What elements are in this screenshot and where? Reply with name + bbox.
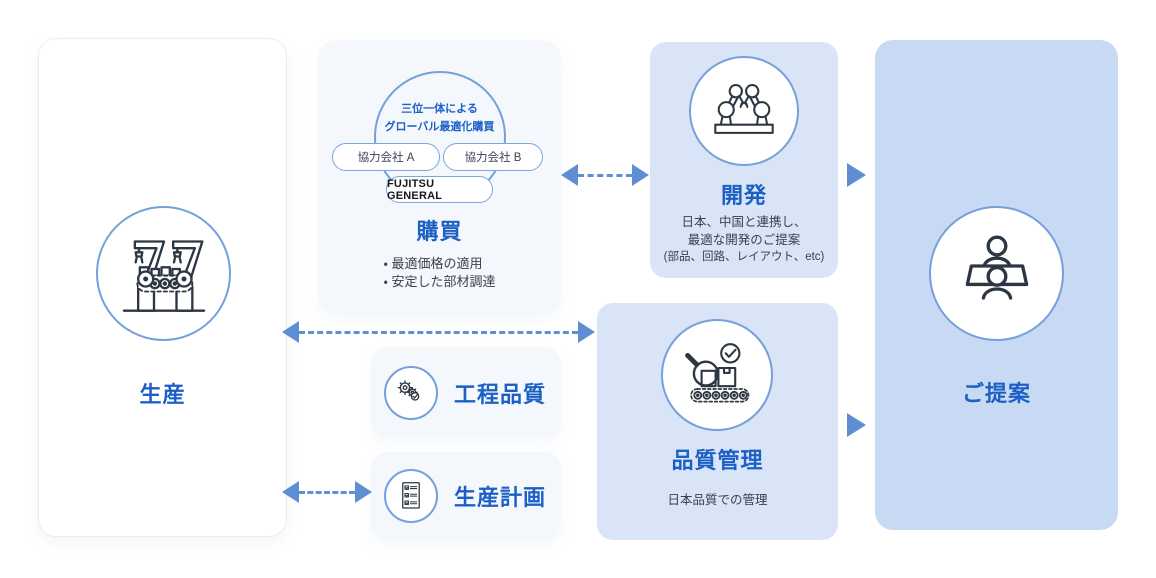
meeting-icon [965,235,1028,300]
development-desc-line2: 最適な開発のご提案 [687,232,801,247]
development-desc-line3: (部品、回路、レイアウト、etc) [663,251,825,263]
arrow-right-head [578,321,595,343]
development-icon-circle [689,56,799,166]
production-title: 生産 [139,382,186,407]
production-planning-panel: 生産計画 [371,452,561,540]
purchasing-bullet-1: ・ 最適価格の適用 [383,256,483,271]
dashed-double-arrow-production-quality [282,321,595,343]
arrow-left-head [282,481,299,503]
factory-robot-arms-icon [122,239,205,312]
partner-a-pill: 協力会社 A [332,143,440,171]
production-icon-circle [96,206,231,341]
process-quality-icon-circle [384,365,438,420]
partner-b-pill: 協力会社 B [443,143,543,171]
dashed-double-arrow-production-planning [282,481,372,503]
quality-control-title: 品質管理 [671,448,764,473]
arrow-quality-to-proposal [847,413,866,437]
development-title: 開発 [720,183,767,208]
arrow-development-to-proposal [847,163,866,187]
arrow-left-head [561,164,578,186]
production-planning-icon-circle [384,469,438,523]
proposal-title: ご提案 [961,381,1031,406]
development-desc-line1: 日本、中国と連携し、 [681,215,807,229]
trinity-label: 三位一体による グローバル最適化購買 [318,100,561,136]
purchasing-bullet-2: ・ 安定した部材調達 [383,274,496,289]
process-quality-panel: 工程品質 [371,347,561,438]
development-panel: 開発 日本、中国と連携し、 最適な開発のご提案 (部品、回路、レイアウト、etc… [650,42,838,278]
dashed-double-arrow-purchasing-development [561,164,649,186]
checklist-icon [402,482,420,509]
quality-control-desc: 日本品質での管理 [667,493,768,507]
purchasing-bullets: ・ 最適価格の適用 ・ 安定した部材調達 [318,255,561,291]
inspection-icon [685,343,750,403]
trinity-label-line2: グローバル最適化購買 [384,121,495,133]
proposal-icon-circle [929,206,1064,341]
trinity-label-line1: 三位一体による [401,103,478,115]
arrow-dashed-line [299,330,578,334]
arrow-dashed-line [299,490,355,494]
robot-arms-icon [714,84,774,134]
purchasing-panel: 三位一体による グローバル最適化購買 協力会社 A 協力会社 B FUJITSU… [318,40,561,315]
gears-check-icon [397,379,420,401]
production-planning-title: 生産計画 [454,485,547,510]
arrow-left-head [282,321,299,343]
fujitsu-general-pill: FUJITSU GENERAL [386,176,493,203]
development-desc: 日本、中国と連携し、 最適な開発のご提案 (部品、回路、レイアウト、etc) [650,214,838,267]
arrow-right-head [355,481,372,503]
purchasing-title: 購買 [416,219,463,244]
proposal-panel: ご提案 [875,40,1118,530]
quality-control-icon-circle [661,319,773,431]
arrow-dashed-line [578,173,632,177]
production-panel: 生産 [38,38,287,537]
process-quality-title: 工程品質 [454,381,547,407]
arrow-right-head [632,164,649,186]
quality-control-panel: 品質管理 日本品質での管理 [597,303,838,540]
